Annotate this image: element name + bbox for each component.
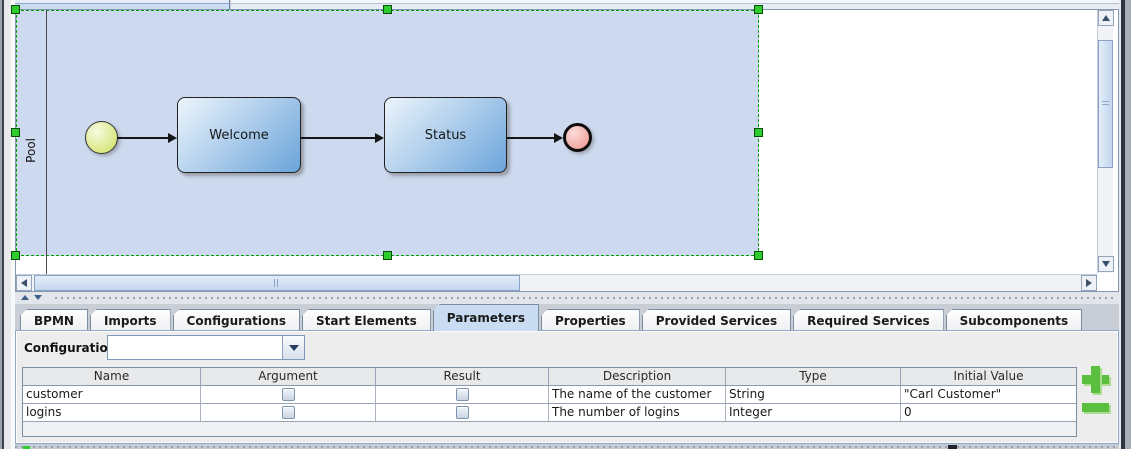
argument-checked-checkbox[interactable]	[281, 406, 295, 419]
pool-label-band: Pool	[16, 10, 46, 291]
pool-divider-line	[46, 10, 47, 291]
end-event[interactable]	[563, 123, 592, 152]
tab-configurations[interactable]: Configurations	[172, 309, 300, 331]
task-status[interactable]: Status	[384, 97, 507, 173]
tab-provided-services[interactable]: Provided Services	[641, 309, 792, 331]
scroll-down-button[interactable]	[1098, 256, 1114, 272]
bottom-strip	[15, 444, 1119, 449]
horizontal-scrollbar-thumb[interactable]	[34, 275, 520, 291]
plus-icon	[1091, 366, 1100, 393]
configuration-combobox-value	[108, 336, 282, 359]
pool-label: Pool	[24, 138, 38, 163]
cell-logins-argument-checked[interactable]	[201, 404, 376, 422]
result-checked-checkbox[interactable]	[455, 388, 469, 401]
cell-logins-type[interactable]: Integer	[726, 404, 901, 422]
selection-handle-bottom-right[interactable]	[754, 251, 763, 260]
window-frame-left	[0, 0, 15, 449]
cell-customer-type[interactable]: String	[726, 386, 901, 404]
argument-checked-checkbox[interactable]	[281, 388, 295, 401]
down-arrow-icon	[1102, 261, 1110, 267]
bottom-edge-mark	[948, 445, 957, 449]
scrollbar-corner	[1097, 274, 1113, 291]
left-arrow-icon	[21, 279, 27, 287]
cell-logins-name[interactable]: logins	[23, 404, 201, 422]
selection-handle-top-mid[interactable]	[383, 5, 392, 14]
configuration-combobox[interactable]	[107, 335, 305, 360]
cell-customer-result-checked[interactable]	[376, 386, 549, 404]
selection-handle-bottom-left[interactable]	[11, 251, 20, 260]
cell-customer-description[interactable]: The name of the customer	[549, 386, 726, 404]
cell-customer-initial-value[interactable]: "Carl Customer"	[901, 386, 1076, 404]
tab-required-services[interactable]: Required Services	[793, 309, 944, 331]
selection-handle-top-left[interactable]	[11, 5, 20, 14]
start-event[interactable]	[85, 121, 118, 154]
editor-tab-strip	[231, 0, 1119, 9]
vertical-scrollbar-thumb[interactable]	[1098, 40, 1113, 168]
task-welcome[interactable]: Welcome	[177, 97, 301, 173]
editor-tab-strip-active[interactable]	[15, 0, 230, 9]
scroll-left-button[interactable]	[16, 275, 32, 291]
column-header-initial-value: Initial Value	[901, 368, 1076, 386]
tab-imports[interactable]: Imports	[89, 309, 171, 331]
configuration-label: Configuration	[24, 341, 117, 355]
selection-handle-partial	[23, 446, 30, 449]
column-header-name: Name	[23, 368, 201, 386]
cell-customer-argument-checked[interactable]	[201, 386, 376, 404]
collapse-up-icon[interactable]	[21, 295, 29, 300]
horizontal-scrollbar[interactable]	[16, 274, 1097, 291]
thumb-grip	[1102, 101, 1109, 107]
window-frame-right	[1119, 0, 1131, 449]
table-empty-area	[23, 422, 1076, 436]
selection-handle-mid-right[interactable]	[754, 128, 763, 137]
task-status-label: Status	[424, 127, 467, 143]
bpmn-pool[interactable]: Pool Welcome Status	[11, 5, 763, 291]
scroll-right-button[interactable]	[1081, 275, 1097, 291]
column-header-result: Result	[376, 368, 549, 386]
column-header-argument: Argument	[201, 368, 376, 386]
sequence-flow-status-to-end[interactable]	[507, 133, 563, 143]
sequence-flow-start-to-welcome[interactable]	[117, 133, 177, 143]
add-parameter-button[interactable]	[1082, 366, 1109, 393]
tab-bpmn[interactable]: BPMN	[20, 309, 88, 331]
selection-handle-top-right[interactable]	[754, 5, 763, 14]
collapse-down-icon[interactable]	[34, 295, 42, 300]
configuration-combobox-dropdown-button[interactable]	[282, 336, 304, 359]
selection-handle-mid-left[interactable]	[11, 128, 20, 137]
splitter-grip-dots	[55, 297, 1115, 299]
remove-parameter-button[interactable]	[1082, 403, 1109, 412]
cell-customer-name[interactable]: customer	[23, 386, 201, 404]
column-header-type: Type	[726, 368, 901, 386]
right-arrow-icon	[1086, 279, 1092, 287]
bottom-grip-dots	[15, 446, 1119, 448]
result-checked-checkbox[interactable]	[455, 406, 469, 419]
splitter-collapse-control[interactable]	[21, 295, 42, 300]
diagram-canvas[interactable]: Pool Welcome Status	[11, 5, 1119, 292]
cell-logins-result-checked[interactable]	[376, 404, 549, 422]
up-arrow-icon	[1102, 15, 1110, 21]
panel-splitter[interactable]	[15, 292, 1119, 304]
cell-logins-initial-value[interactable]: 0	[901, 404, 1076, 422]
tab-start-elements[interactable]: Start Elements	[301, 309, 431, 331]
tab-parameters[interactable]: Parameters	[432, 304, 539, 331]
scroll-up-button[interactable]	[1098, 10, 1114, 26]
sequence-flow-welcome-to-status[interactable]	[301, 133, 384, 143]
chevron-down-icon	[288, 344, 299, 351]
selection-handle-bottom-mid[interactable]	[383, 251, 392, 260]
tab-subcomponents[interactable]: Subcomponents	[945, 309, 1083, 331]
cell-logins-description[interactable]: The number of logins	[549, 404, 726, 422]
column-header-description: Description	[549, 368, 726, 386]
tab-properties[interactable]: Properties	[540, 309, 640, 331]
vertical-scrollbar[interactable]	[1097, 10, 1114, 273]
task-welcome-label: Welcome	[209, 127, 269, 143]
thumb-grip	[274, 279, 280, 287]
